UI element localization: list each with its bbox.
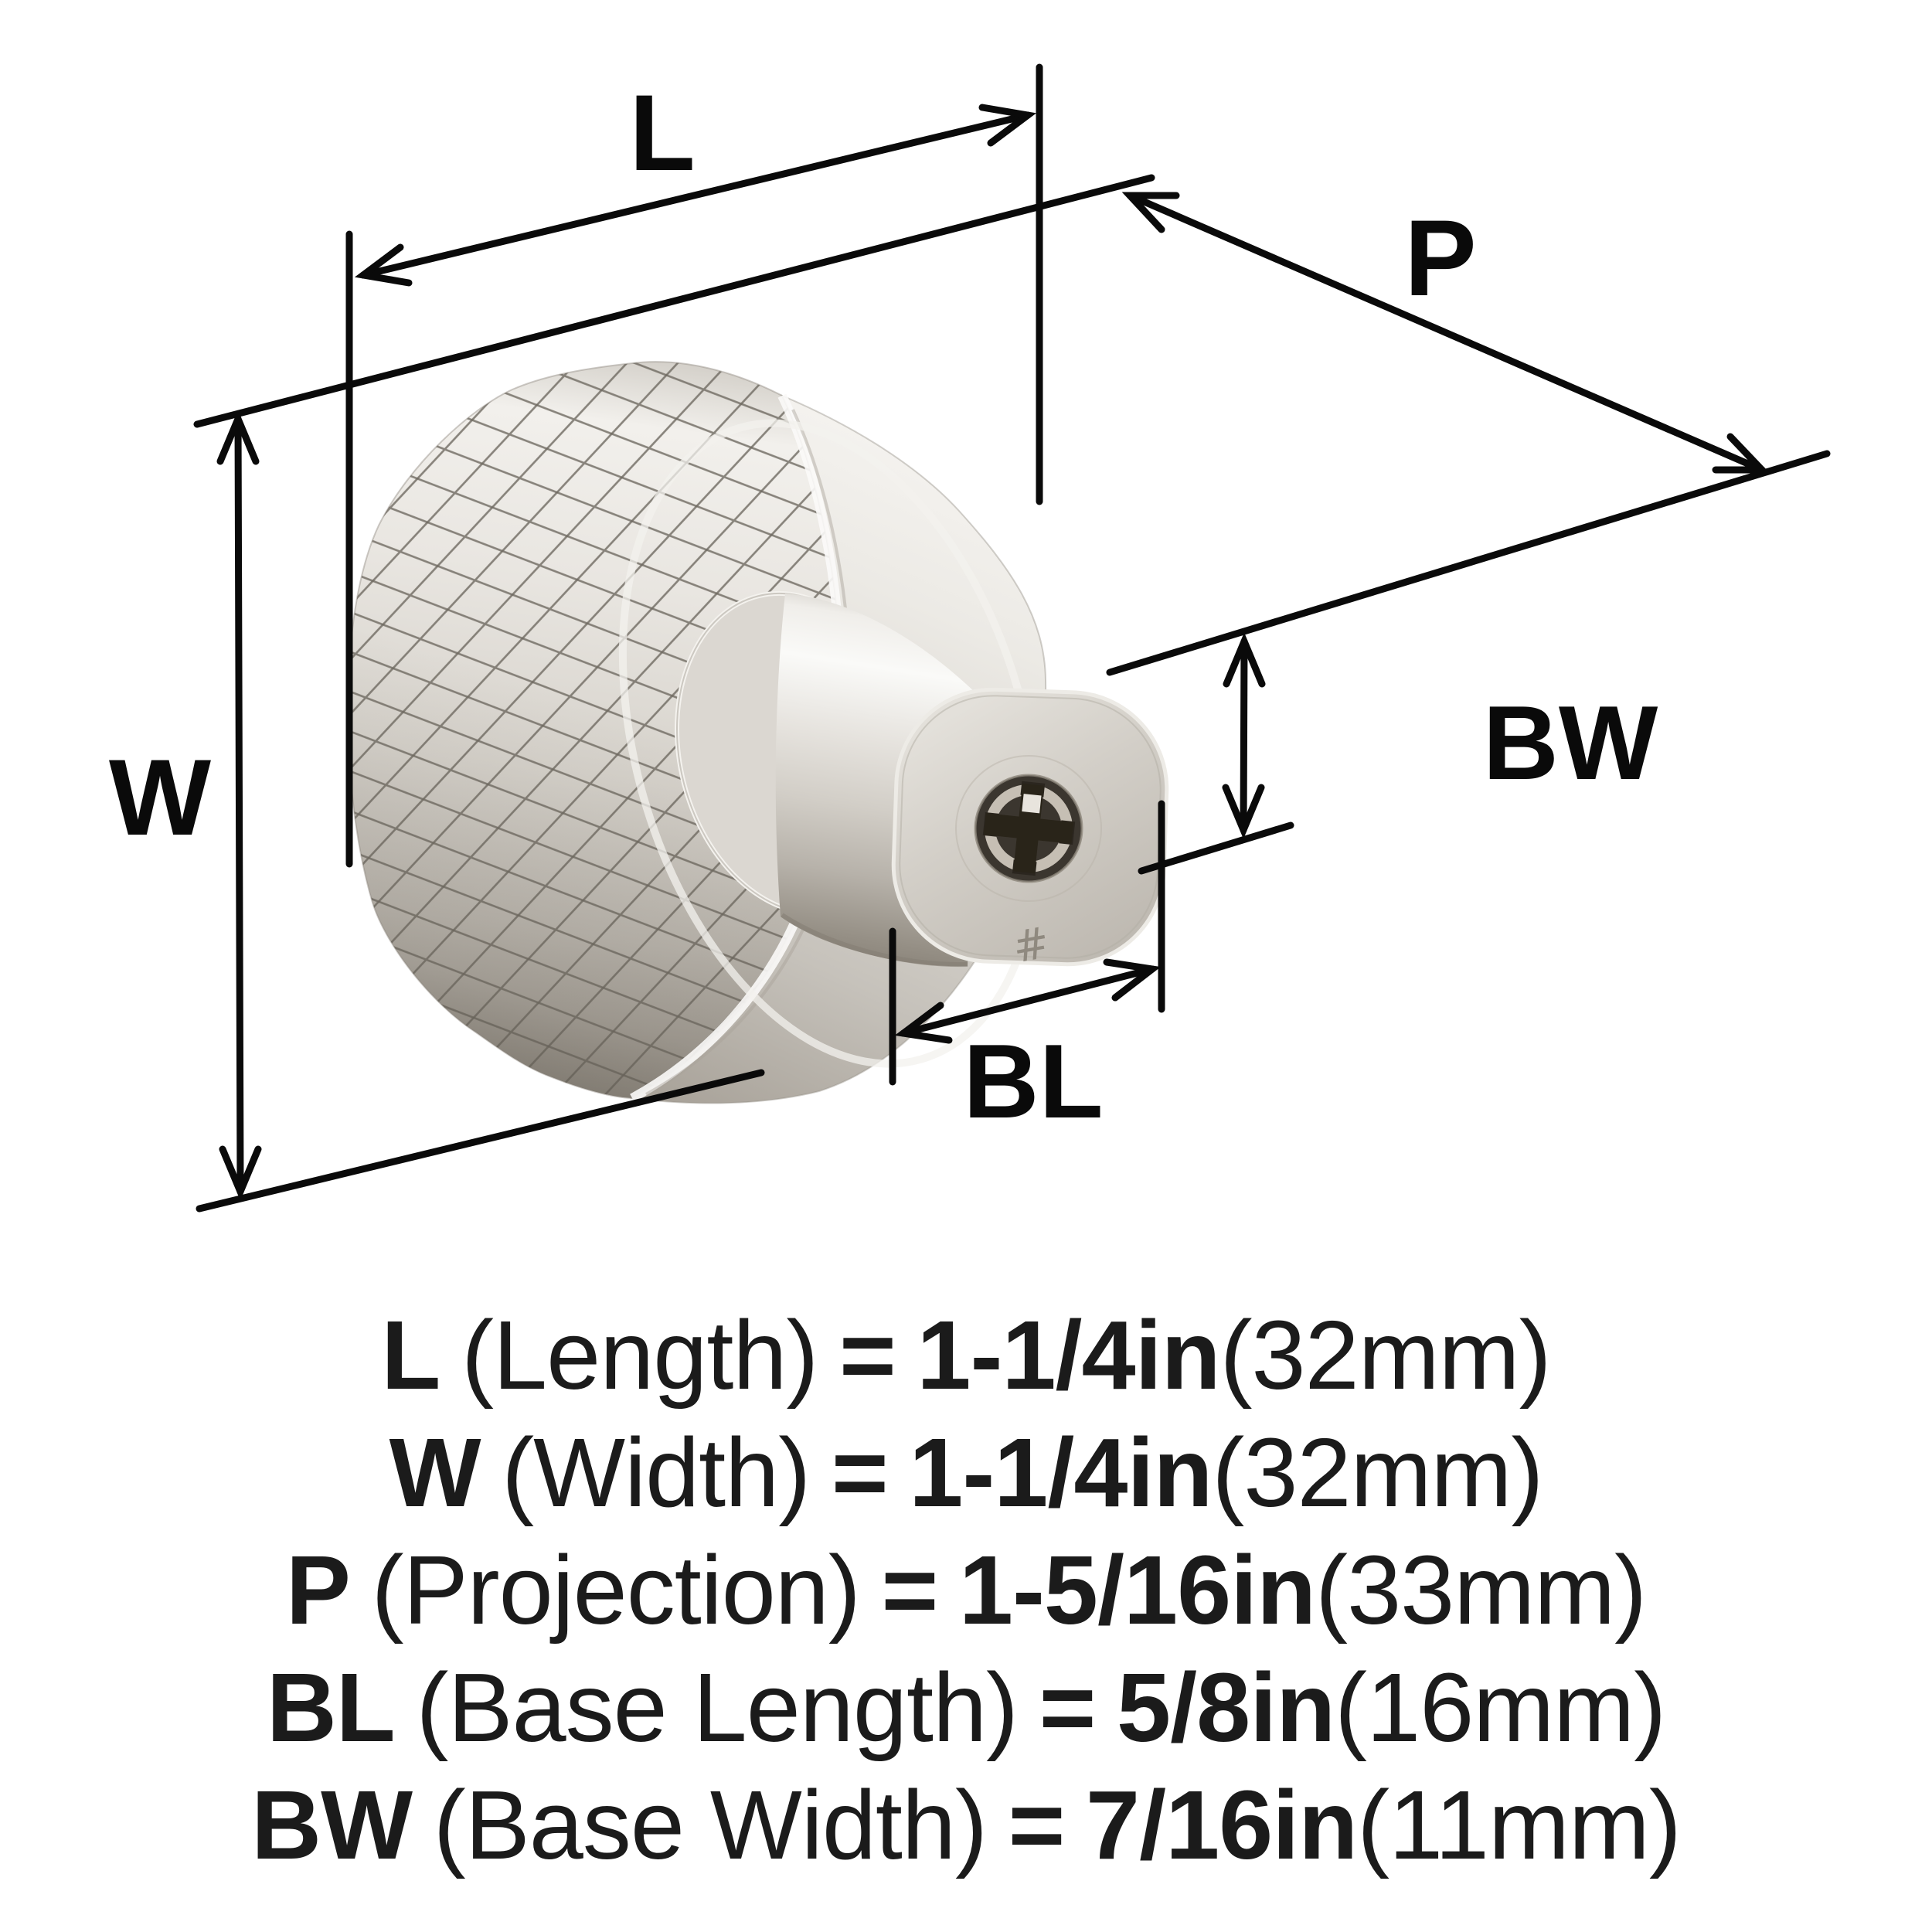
legend-metric: (11mm) [1357,1770,1682,1879]
legend-metric: (32mm) [1212,1418,1543,1527]
legend-abbr: W [389,1418,481,1527]
dim-arrow-width [216,410,262,1201]
dim-arrow-length [354,104,1037,287]
knob-illustration: # [346,361,1169,1104]
legend-metric: (33mm) [1315,1536,1647,1645]
label-width: W [109,736,211,858]
legend-value: 1-5/16in [958,1536,1316,1645]
legend-line-base-width: BW(Base Width)=7/16in(11mm) [0,1767,1932,1884]
legend-value: 1-1/4in [909,1418,1213,1527]
legend-line-width: W(Width)=1-1/4in(32mm) [0,1414,1932,1532]
legend-abbr: BW [251,1770,413,1879]
legend-metric: (32mm) [1219,1301,1552,1410]
ext-line-top-diagonal [193,174,1155,428]
legend-abbr: P [285,1536,351,1645]
dimension-lines [193,63,1831,1213]
dim-arrow-projection [1121,192,1770,474]
dimension-legend: L(Length)=1-1/4in(32mm) W(Width)=1-1/4in… [0,1297,1932,1884]
legend-equals: = [1039,1653,1097,1762]
knob-knurled-band [346,361,842,1100]
legend-equals: = [881,1536,939,1645]
legend-label: (Length) [461,1301,818,1410]
legend-label: (Projection) [371,1536,861,1645]
legend-abbr: BL [266,1653,396,1762]
label-projection: P [1404,197,1476,318]
legend-line-length: L(Length)=1-1/4in(32mm) [0,1297,1932,1414]
legend-value: 5/8in [1117,1653,1335,1762]
legend-value: 7/16in [1086,1770,1358,1879]
ext-line-bottom-diagonal [196,1069,765,1213]
label-base-length: BL [963,1022,1103,1140]
legend-equals: = [839,1301,896,1410]
knob-screw-socket [955,755,1102,902]
engraving-hash: # [1009,917,1053,973]
legend-metric: (16mm) [1335,1653,1666,1762]
legend-line-base-length: BL(Base Length)=5/8in(16mm) [0,1649,1932,1767]
label-length: L [629,72,696,193]
dimension-labels: L P W BW BL [109,72,1658,1140]
legend-label: (Width) [502,1418,811,1527]
legend-abbr: L [381,1301,440,1410]
ext-line-projection-far [1106,450,1831,676]
ext-line-bw-bottom [1138,821,1294,875]
legend-value: 1-1/4in [917,1301,1220,1410]
label-base-width: BW [1483,684,1658,801]
dim-arrow-base-width [1222,632,1266,839]
dim-arrow-base-length [894,958,1162,1044]
legend-equals: = [831,1418,889,1527]
legend-label: (Base Width) [433,1770,988,1879]
legend-line-projection: P(Projection)=1-5/16in(33mm) [0,1532,1932,1649]
legend-equals: = [1008,1770,1066,1879]
legend-label: (Base Length) [416,1653,1019,1762]
